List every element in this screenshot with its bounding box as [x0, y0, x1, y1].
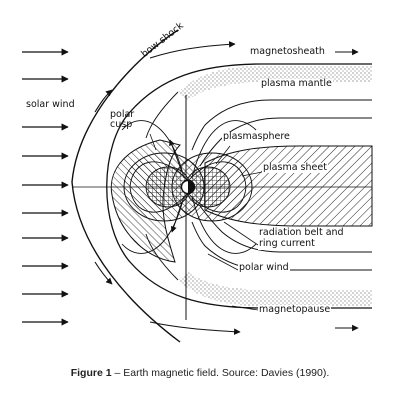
solar-wind-label: solar wind [26, 99, 75, 110]
plasma-mantle-label: plasma mantle [260, 78, 333, 89]
polar-wind-arrows [169, 139, 183, 233]
magnetopause-boundary [106, 63, 372, 309]
solar-wind-arrows [22, 48, 69, 326]
plasma-mantle-lower [178, 272, 372, 306]
figure-number: Figure 1 [70, 367, 112, 379]
plasmasphere-label: plasmasphere [222, 131, 291, 142]
magnetopause-label: magnetopause [258, 304, 332, 315]
radiation-belt-label: radiation belt and ring current [258, 227, 345, 250]
plasma-sheet-label: plasma sheet [262, 162, 328, 173]
magnetosheath-label: magnetosheath [250, 46, 325, 57]
caption-text: – Earth magnetic field. Source: Davies (… [111, 367, 330, 379]
dipole-field-lines [121, 120, 257, 254]
magnetosheath-flow-arrows [94, 41, 359, 335]
polar-wind-label: polar wind [238, 262, 290, 273]
figure-caption: Figure 1 – Earth magnetic field. Source:… [0, 367, 400, 379]
plasma-mantle-upper [178, 66, 372, 100]
polar-cusp-label: polar cusp [110, 109, 135, 131]
label-leader-lines [149, 133, 263, 311]
bow-shock-curve [71, 29, 181, 343]
earth-magnetic-field-diagram [22, 29, 373, 343]
